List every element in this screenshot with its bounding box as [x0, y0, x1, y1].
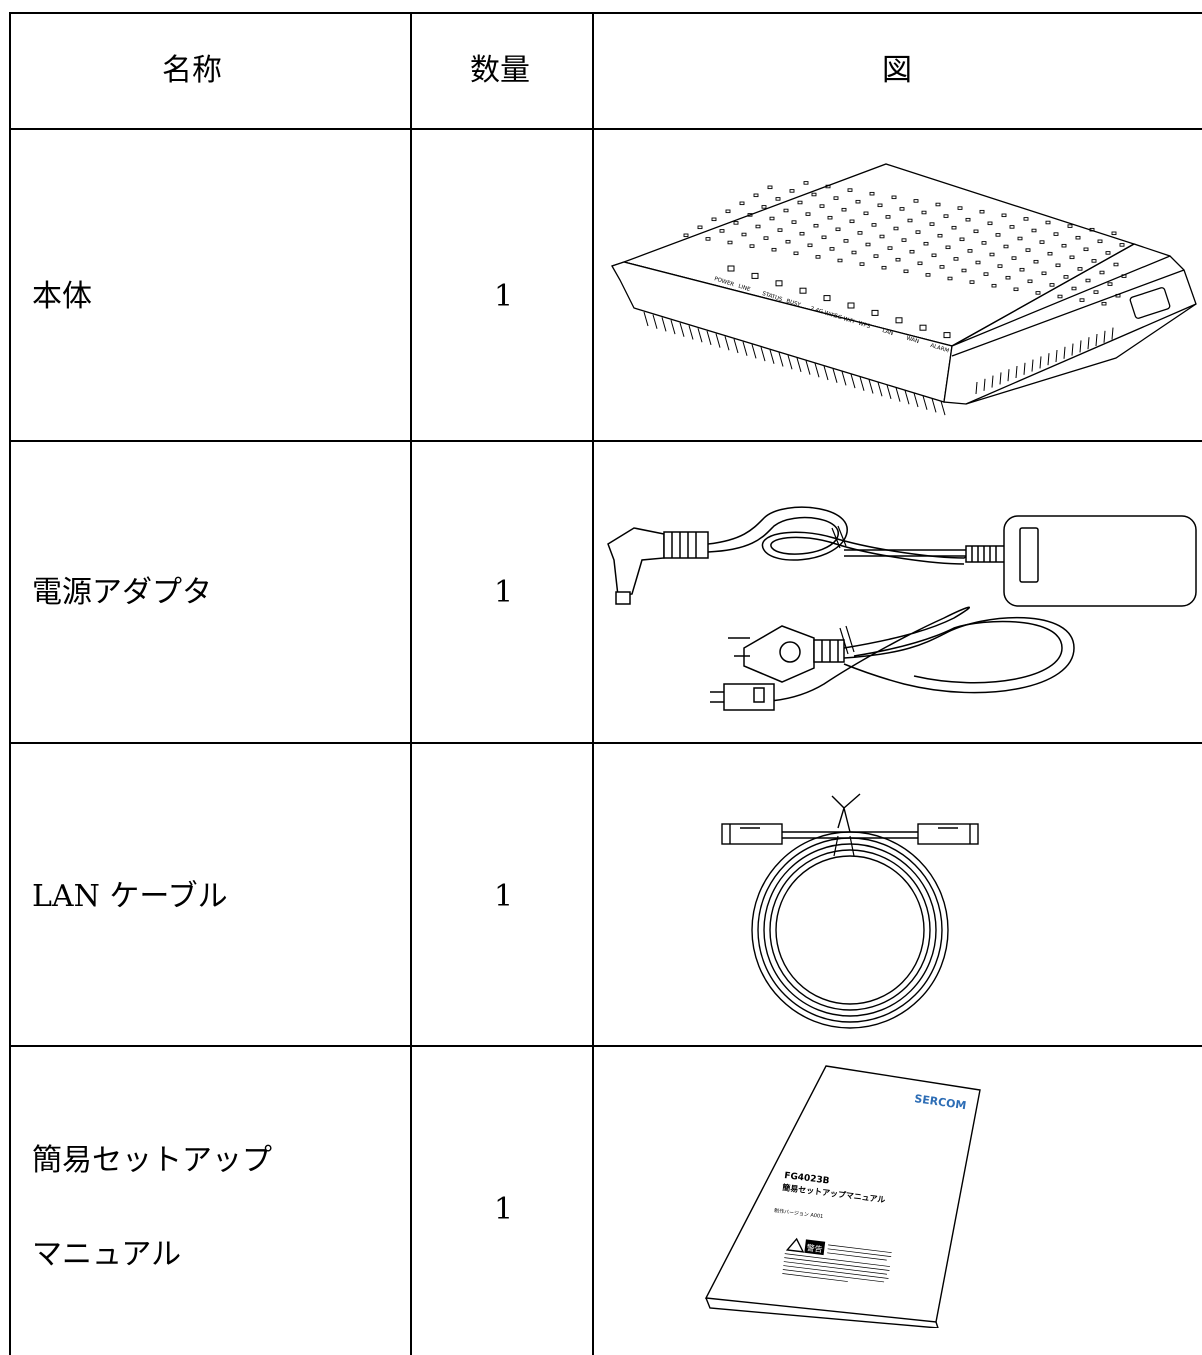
- table-row-divider: [9, 1045, 1202, 1047]
- svg-text:BUSY: BUSY: [785, 298, 801, 308]
- row-name-manual: マニュアル: [32, 1237, 182, 1272]
- header-figure: 図: [882, 53, 912, 88]
- row-quantity: 1: [494, 575, 514, 610]
- table-row-divider: [9, 440, 1202, 442]
- svg-text:LINE: LINE: [737, 284, 751, 294]
- header-name: 名称: [162, 53, 222, 88]
- table-divider-2: [592, 12, 594, 1355]
- row-quantity: 1: [494, 279, 514, 314]
- row-name-main-unit: 本体: [32, 279, 92, 314]
- svg-text:WAN: WAN: [905, 335, 919, 345]
- row-name-power-adapter: 電源アダプタ: [32, 575, 212, 610]
- table-divider-1: [410, 12, 412, 1355]
- table-border-top: [9, 12, 1202, 14]
- header-quantity: 数量: [470, 53, 530, 88]
- row-quantity: 1: [494, 879, 514, 914]
- booklet-warning: 警告: [806, 1242, 823, 1254]
- row-name-quick-setup: 簡易セットアップ: [32, 1143, 272, 1178]
- lan-cable-illustration: [720, 772, 980, 1034]
- power-adapter-illustration: [604, 488, 1200, 720]
- table-row-divider: [9, 742, 1202, 744]
- row-quantity: 1: [494, 1192, 514, 1227]
- svg-text:ALARM: ALARM: [929, 343, 949, 355]
- row-name-lan-cable: LAN ケーブル: [32, 879, 228, 914]
- table-border-left: [9, 12, 11, 1355]
- svg-text:LAN: LAN: [881, 328, 893, 337]
- svg-text:WPS: WPS: [857, 321, 871, 331]
- table-header-bottom: [9, 128, 1202, 130]
- manual-booklet-illustration: SERCOM FG4023B 簡易セットアップマニュアル 制作バージョン A00…: [700, 1062, 990, 1329]
